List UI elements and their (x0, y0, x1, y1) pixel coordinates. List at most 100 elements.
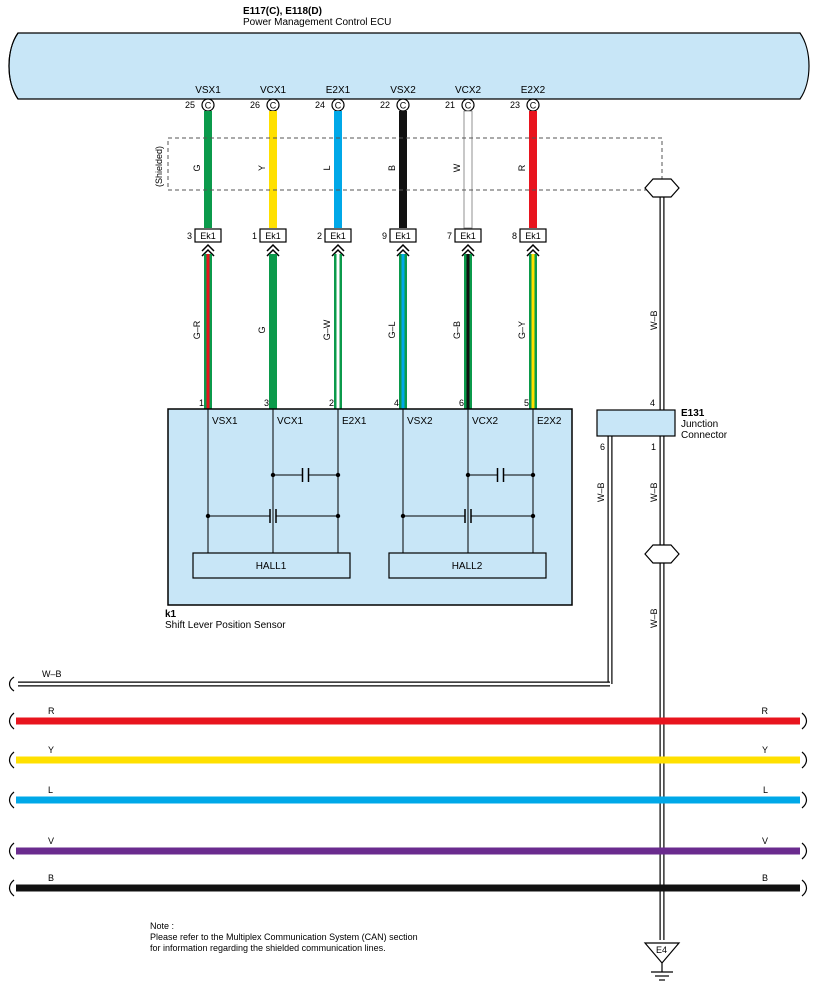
hall2-label: HALL2 (452, 561, 483, 572)
ek1-chevron (266, 243, 280, 252)
ecu-pin-connector-letter: C (465, 101, 472, 111)
bus-line-code: L (48, 785, 53, 795)
sensor-pin-number: 2 (329, 398, 334, 408)
hall2-box (388, 552, 547, 579)
ek1-pin-number: 2 (317, 231, 322, 241)
bus-break-left (8, 842, 15, 860)
upper-wire-code: W (452, 163, 462, 172)
sensor-pin-name: E2X2 (537, 416, 562, 427)
lower-wire-stripe (206, 254, 210, 409)
ecu-pin-name: VSX2 (390, 85, 416, 96)
bus-break-left (8, 676, 15, 692)
bus-line-code: V (48, 836, 54, 846)
ek1-connector-body (389, 228, 417, 243)
ek1-connector-body (259, 228, 287, 243)
sensor-pin-name: E2X1 (342, 416, 367, 427)
bus-break-right (801, 879, 808, 897)
sensor-pin-number: 5 (524, 398, 529, 408)
shield-boundary (167, 137, 663, 191)
bus-line-code: Y (48, 745, 54, 755)
ek1-pin-number: 1 (252, 231, 257, 241)
ek1-connector-label: Ek1 (460, 231, 476, 241)
bus-line-code-right: L (763, 785, 768, 795)
ek1-pin-number: 3 (187, 231, 192, 241)
ecu-pin-connector-letter: C (400, 101, 407, 111)
ek1-chevron (331, 243, 345, 252)
bus-line-code: R (48, 706, 55, 716)
ecu-pin-name: E2X2 (521, 85, 546, 96)
junction-name-2: Connector (681, 430, 728, 441)
sensor-pin-number: 4 (394, 398, 399, 408)
bus-break-right (801, 791, 808, 809)
upper-wire-code: L (322, 165, 332, 170)
junction-id: E131 (681, 408, 705, 419)
shield-drain-wire (18, 178, 680, 940)
shield-wire-code-3: W–B (649, 482, 659, 502)
upper-wire (269, 111, 277, 228)
ground-label: E4 (656, 945, 667, 955)
sensor-name: Shift Lever Position Sensor (165, 620, 286, 631)
ecu-pin-number: 21 (445, 100, 455, 110)
bus-break-right (801, 751, 808, 769)
ek1-connector-label: Ek1 (525, 231, 541, 241)
ek1-pin-number: 8 (512, 231, 517, 241)
upper-wire-code: R (517, 164, 527, 171)
lower-wire-stripe (336, 254, 340, 409)
bus-line-code-right: R (762, 706, 769, 716)
ecu-pin-number: 24 (315, 100, 325, 110)
ecu-pin-name: VCX2 (455, 85, 482, 96)
ground-symbol (643, 942, 681, 981)
ek1-connector-body (454, 228, 482, 243)
splice-octagon (644, 544, 680, 564)
hall1-label: HALL1 (256, 561, 287, 572)
bus-break-left (8, 712, 15, 730)
lower-wire-stripe (401, 254, 405, 409)
upper-wire-code: B (387, 165, 397, 171)
ecu-pin-name: VCX1 (260, 85, 287, 96)
bus-line-code: W–B (42, 669, 62, 679)
junction-dot (530, 513, 536, 519)
bus-line-code: B (48, 873, 54, 883)
bus-break-left (8, 791, 15, 809)
ecu-pin-connector-letter: C (270, 101, 277, 111)
sensor-pin-number: 6 (459, 398, 464, 408)
junction-dot (465, 472, 471, 478)
sensor-pin-number: 3 (264, 398, 269, 408)
ek1-chevron (461, 243, 475, 252)
ecu-pin-number: 22 (380, 100, 390, 110)
ek1-connector-label: Ek1 (330, 231, 346, 241)
junction-pin-left: 6 (600, 442, 605, 452)
upper-wire (334, 111, 342, 228)
upper-wire-code: Y (257, 165, 267, 171)
ek1-connector-label: Ek1 (200, 231, 216, 241)
junction-dot (400, 513, 406, 519)
ecu-pin-name: VSX1 (195, 85, 221, 96)
lower-wire-stripe (531, 254, 535, 409)
ecu-title: E117(C), E118(D) (243, 6, 322, 17)
upper-wire (529, 111, 537, 228)
ek1-connector-label: Ek1 (265, 231, 281, 241)
sensor-pin-name: VCX2 (472, 416, 499, 427)
ecu-pin-number: 26 (250, 100, 260, 110)
bus-break-right (801, 842, 808, 860)
junction-dot (530, 472, 536, 478)
upper-wire-code: G (192, 164, 202, 171)
ek1-chevron (396, 243, 410, 252)
upper-wire (204, 111, 212, 228)
ek1-chevron (201, 243, 215, 252)
ek1-chevron (526, 243, 540, 252)
shield-wire-code-4: W–B (649, 608, 659, 628)
shield-splice-octagon (644, 178, 680, 198)
upper-wire (463, 110, 473, 229)
sensor-pin-name: VSX1 (212, 416, 238, 427)
bus-break-left (8, 879, 15, 897)
junction-dot (205, 513, 211, 519)
lower-wire-code: G–L (387, 321, 397, 338)
ek1-connector-body (194, 228, 222, 243)
lower-wire-stripe (466, 254, 470, 409)
note-title: Note : (150, 921, 174, 931)
